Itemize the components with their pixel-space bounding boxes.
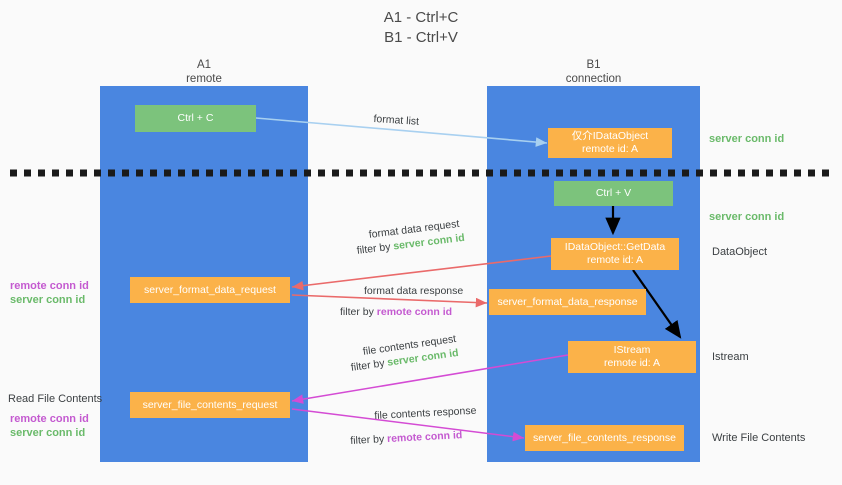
column-header-a1-name: A1 [196,59,212,71]
label-file-contents-response: file contents response [374,404,477,422]
node-getdata-line2: remote id: A [586,254,644,266]
annotation-remote-conn-id-mid: remote conn id [10,280,89,292]
annotation-remote-conn-id-bottom: remote conn id [10,413,89,425]
node-istream-line2: remote id: A [603,357,661,369]
filter-prefix: filter by [340,306,377,318]
node-getdata[interactable]: IDataObject::GetData remote id: A [551,238,679,270]
title-line-1: A1 - Ctrl+C [383,9,459,26]
annotation-istream: Istream [712,351,749,363]
annotation-server-conn-id-bottom: server conn id [10,427,86,439]
node-server-format-data-response[interactable]: server_format_data_response [489,289,646,315]
filter-value-remote-conn-id: remote conn id [376,306,453,318]
title-line-2: B1 - Ctrl+V [384,29,458,46]
node-server-file-contents-request[interactable]: server_file_contents_request [130,392,290,418]
node-getdata-line1: IDataObject::GetData [564,241,666,253]
label-format-list: format list [373,112,420,128]
filter-value-remote-conn-id: remote conn id [386,429,463,446]
column-header-a1-sub: remote [186,73,222,85]
column-header-b1: B1 connection [487,58,700,86]
node-idataobject-line1: 仅介IDataObject [571,130,649,142]
node-ctrl-c[interactable]: Ctrl + C [135,105,256,132]
page-title: A1 - Ctrl+C B1 - Ctrl+V [0,8,842,48]
column-header-b1-sub: connection [565,73,622,85]
node-ctrl-v[interactable]: Ctrl + V [554,181,673,206]
node-server-file-contents-response[interactable]: server_file_contents_response [525,425,684,451]
annotation-server-conn-id-mid: server conn id [709,211,785,223]
label-file-contents-response-filter: filter by remote conn id [350,428,463,448]
column-header-a1: A1 remote [100,58,308,86]
node-istream-line1: IStream [613,344,651,356]
column-header-b1-name: B1 [586,59,601,71]
node-idataobject[interactable]: 仅介IDataObject remote id: A [548,128,672,158]
node-idataobject-line2: remote id: A [581,143,639,155]
annotation-dataobject: DataObject [712,246,768,258]
node-istream[interactable]: IStream remote id: A [568,341,696,373]
annotation-write-file-contents: Write File Contents [712,432,806,444]
label-format-data-response-filter: filter by remote conn id [340,305,452,319]
annotation-server-conn-id-left-mid: server conn id [10,294,86,306]
annotation-read-file-contents: Read File Contents [8,393,103,405]
filter-prefix: filter by [350,356,389,374]
annotation-server-conn-id-top: server conn id [709,133,785,145]
node-server-format-data-request[interactable]: server_format_data_request [130,277,290,303]
filter-prefix: filter by [356,240,395,257]
label-format-data-response: format data response [364,285,464,297]
filter-prefix: filter by [350,433,388,447]
